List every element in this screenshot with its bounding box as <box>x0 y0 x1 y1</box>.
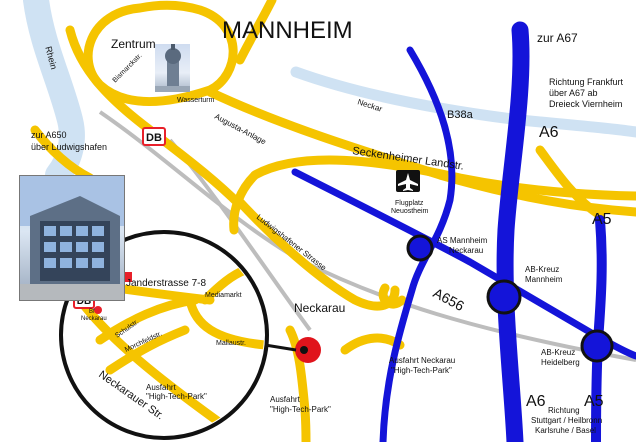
a6-autobahn <box>496 21 530 442</box>
a656-label: A656 <box>431 285 468 315</box>
ab-kreuz-mannheim-1: AB-Kreuz <box>525 265 559 274</box>
ab-kreuz-heidelberg-2: Heidelberg <box>541 358 580 367</box>
as-mannheim-neckarau-junction <box>406 234 434 262</box>
ab-kreuz-mannheim-junction <box>486 279 522 315</box>
inset-db-label: DB <box>77 296 91 307</box>
a650-sub-label: über Ludwigshafen <box>31 142 107 152</box>
a6-top-label: A6 <box>539 124 559 141</box>
inset-schulstr-road <box>95 295 200 345</box>
rhein-river <box>23 0 85 188</box>
mediamarkt-label: Mediamarkt <box>205 292 242 299</box>
wasserturm-label: Wasserturm <box>177 97 215 104</box>
inset-morchfeld-road <box>105 325 190 375</box>
ring-road <box>83 0 238 106</box>
ludwigshafener-label: Ludwigshafener Strasse <box>255 212 329 272</box>
flugplatz-label: Flugplatz <box>395 200 424 207</box>
ab-kreuz-heidelberg-1: AB-Kreuz <box>541 348 575 357</box>
inset-connector <box>264 343 297 352</box>
ausfahrt-neckarau-road <box>340 333 405 355</box>
richtung-1: Richtung <box>548 406 580 415</box>
neuostheim-label: Neuostheim <box>391 208 429 215</box>
a5-top-label: A5 <box>592 211 612 228</box>
as-mannheim-2: Neckarau <box>449 246 483 255</box>
interchanges <box>406 234 614 363</box>
inset-bf-label: Bf <box>89 309 95 315</box>
seckenheimer-road <box>250 155 636 201</box>
a650-label: zur A650 <box>31 130 67 140</box>
mallaustr-label: Mallaustr. <box>216 340 246 347</box>
eastern-road <box>535 145 605 220</box>
richtung-3: Karlsruhe / Basel <box>535 426 596 435</box>
ausfahrt-neckarau-2: "High-Tech-Park" <box>391 366 452 375</box>
neckarau-label: Neckarau <box>294 301 345 315</box>
a6-bottom-label: A6 <box>526 393 546 410</box>
ab-kreuz-mannheim-2: Mannheim <box>525 275 563 284</box>
richtung-ffm-2: über A67 ab <box>549 88 598 98</box>
as-mannheim-1: AS Mannheim <box>437 236 488 245</box>
upper-link-road <box>235 0 277 65</box>
ab-kreuz-heidelberg-junction <box>580 329 614 363</box>
western-road <box>30 125 95 183</box>
ausfahrt-neckarau-1: Ausfahrt Neckarau <box>389 356 455 365</box>
destination-marker-center <box>300 346 308 354</box>
ausfahrt-htp-1: Ausfahrt <box>270 395 301 404</box>
inset-ausfahrt-2: "High-Tech-Park" <box>146 392 207 401</box>
janderstrasse-label: Janderstrasse 7-8 <box>126 278 206 289</box>
richtung-2: Stuttgart / Heilbronn <box>531 416 602 425</box>
inset-neckarau-label: Neckarau <box>81 316 107 322</box>
a5-bottom-label: A5 <box>584 393 604 410</box>
b38a-label: B38a <box>447 109 474 121</box>
zur-a67-label: zur A67 <box>537 31 578 45</box>
zentrum-label: Zentrum <box>111 37 156 51</box>
wasserturm-photo <box>155 44 190 92</box>
db-label: DB <box>146 132 162 144</box>
bismarckstr-label: Bismarckstr. <box>112 52 144 84</box>
local-link-road <box>229 170 260 235</box>
inset-ausfahrt-1: Ausfahrt <box>146 383 177 392</box>
richtung-ffm-3: Dreieck Viernheim <box>549 99 622 109</box>
ausfahrt-htp-2: "High-Tech-Park" <box>270 405 331 414</box>
inset-target-icon <box>94 306 102 314</box>
inset-neckarauer-road <box>75 295 235 435</box>
inset-mallaustr-road <box>185 295 264 350</box>
city-label: MANNHEIM <box>222 17 353 44</box>
airplane-icon <box>396 170 420 192</box>
richtung-ffm-1: Richtung Frankfurt <box>549 77 624 87</box>
neckar-river <box>290 66 636 138</box>
building-photo <box>19 175 125 301</box>
exit-loop-road <box>378 283 407 309</box>
db-rail-icon: DB <box>142 127 166 146</box>
rivers <box>23 0 636 188</box>
